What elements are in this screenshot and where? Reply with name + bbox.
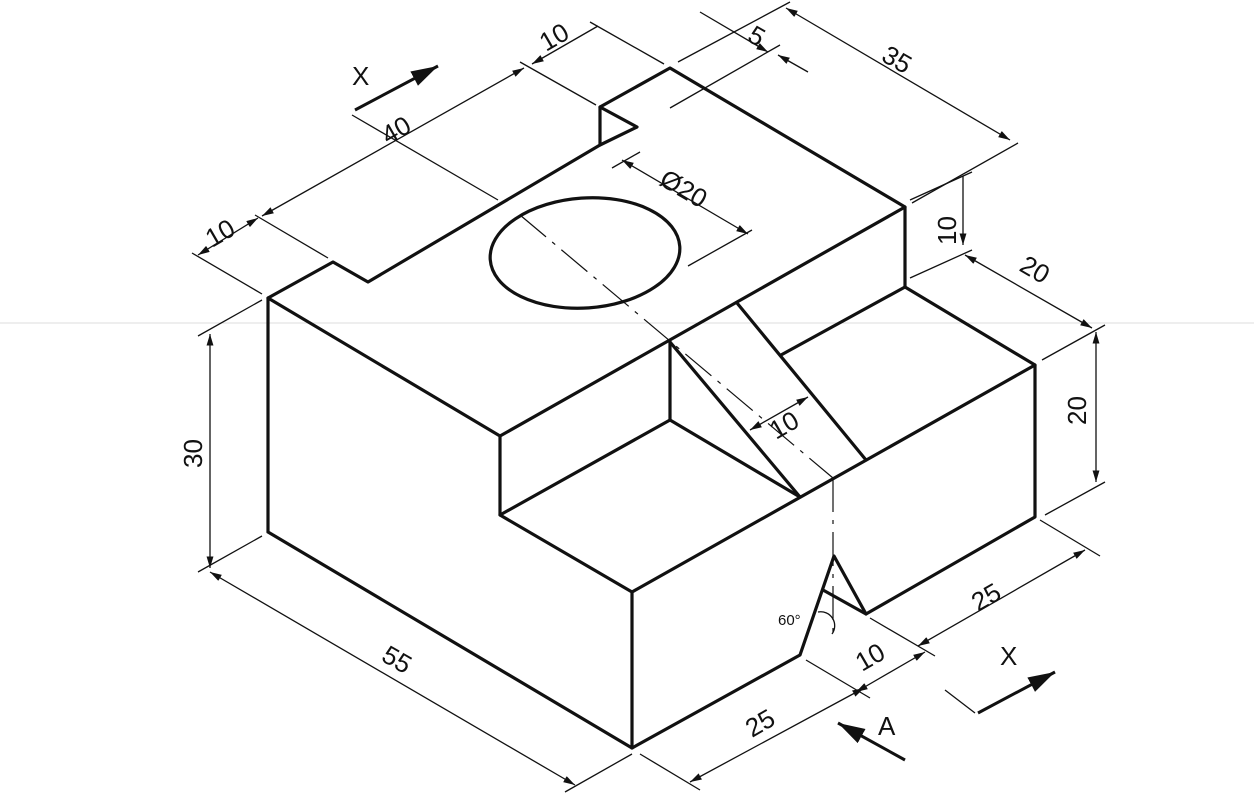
center-lines — [519, 214, 834, 640]
dim-right-height: 20 — [1062, 396, 1092, 425]
section-x-arrow-right — [977, 670, 1056, 715]
label-section-x-right: X — [1000, 641, 1017, 671]
extension-lines — [191, 1, 1106, 793]
label-section-x-left: X — [352, 61, 369, 91]
dimension-lines — [197, 7, 1100, 786]
section-x-arrow-left — [354, 64, 439, 112]
view-arrows — [354, 64, 1056, 762]
label-view-a: A — [878, 711, 896, 741]
dim-40: 40 — [376, 110, 416, 150]
dim-35: 35 — [877, 39, 917, 79]
dim-hole-diameter: Ø20 — [655, 163, 713, 214]
dim-groove-angle: 60° — [778, 612, 801, 629]
dim-slot-width: 10 — [764, 405, 804, 445]
hole-ellipse — [488, 196, 682, 310]
dim-overall-height: 30 — [178, 439, 208, 468]
dim-5: 5 — [743, 19, 771, 52]
dim-top-notch: 10 — [534, 17, 574, 57]
part-outline — [266, 66, 1037, 750]
dim-step-height: 10 — [932, 216, 962, 245]
dim-left-notch: 10 — [200, 213, 240, 253]
angle-arc — [817, 611, 836, 635]
view-a-arrow — [837, 721, 906, 762]
dim-front-right: 25 — [966, 577, 1006, 617]
dim-groove-width: 10 — [850, 637, 890, 677]
dim-step-depth: 20 — [1015, 249, 1055, 289]
